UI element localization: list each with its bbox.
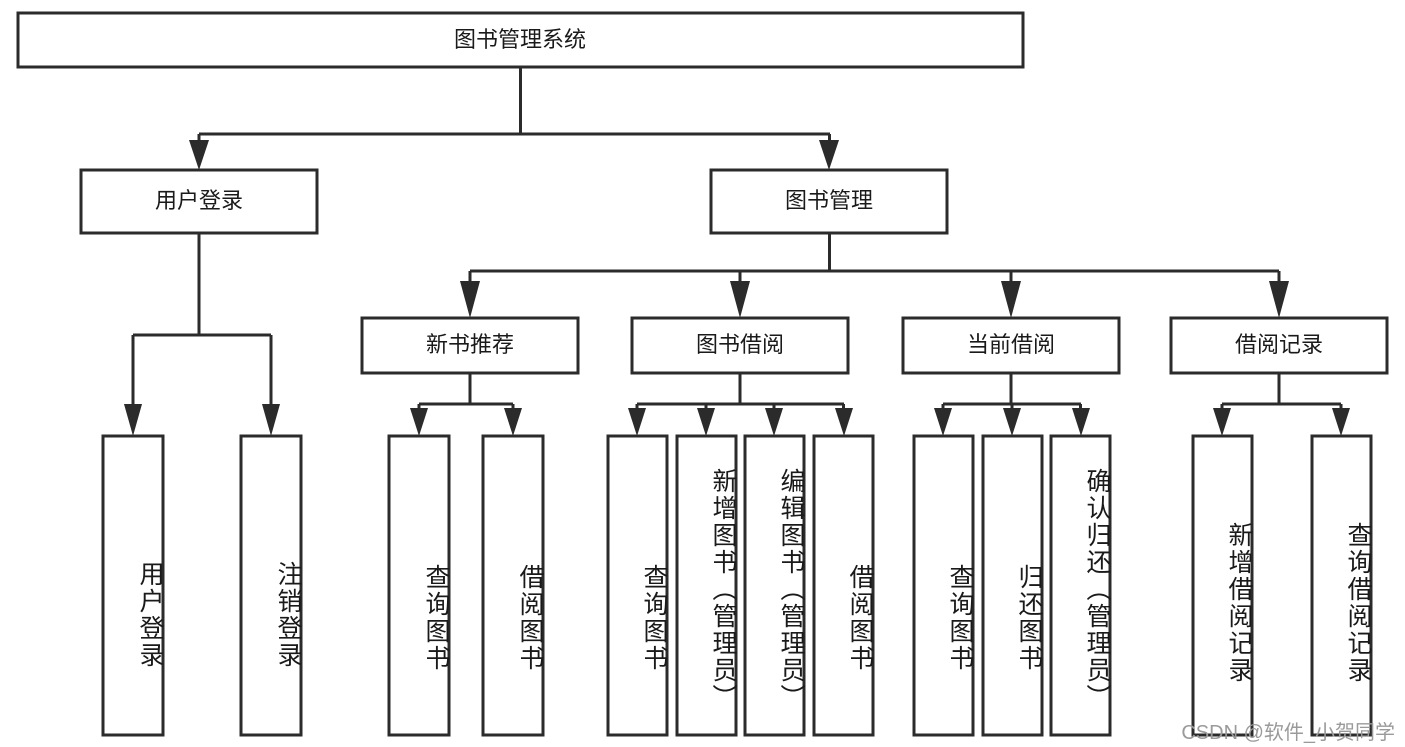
arrow-icon-leaf-cb-1 — [934, 408, 952, 436]
arrow-icon-leaf-br-1 — [1213, 408, 1231, 436]
node-leaf-add-borrow-record[interactable] — [1191, 434, 1254, 737]
node-borrow-record[interactable] — [1169, 316, 1389, 375]
node-label-user-login: 用户登录 — [155, 188, 243, 213]
arrow-icon-leaf-nb-1 — [410, 408, 428, 436]
node-leaf-query-book-cb[interactable] — [912, 434, 975, 737]
node-label-borrow-record: 借阅记录 — [1235, 332, 1323, 357]
node-user-login[interactable] — [79, 168, 319, 235]
arrow-icon-book-borrow — [730, 281, 750, 318]
node-new-book-recommend[interactable] — [360, 316, 580, 375]
arrow-icon-leaf-br-2 — [1332, 408, 1350, 436]
node-leaf-borrow-book-bb[interactable] — [812, 434, 875, 737]
arrow-icon-leaf-cb-2 — [1003, 408, 1021, 436]
arrow-icon-leaf-cb-3 — [1072, 408, 1090, 436]
node-leaf-user-login[interactable] — [101, 434, 165, 737]
arrow-icon-borrow-record — [1269, 281, 1289, 318]
nodes-layer: 图书管理系统 用户登录 图书管理 新书推荐 图书借阅 当前借阅 借阅记录 — [16, 11, 1389, 737]
node-label-root: 图书管理系统 — [454, 27, 586, 52]
arrow-icon-leaf-bb-2 — [697, 408, 715, 436]
node-leaf-query-book-bb[interactable] — [606, 434, 669, 737]
node-leaf-edit-book-admin[interactable] — [743, 434, 806, 737]
node-leaf-query-borrow-record[interactable] — [1310, 434, 1373, 737]
arrow-icon-new-book — [460, 281, 480, 318]
node-current-borrow[interactable] — [901, 316, 1121, 375]
arrow-icon-book-manage — [819, 140, 839, 170]
node-label-book-borrow: 图书借阅 — [696, 332, 784, 357]
node-book-management-system[interactable] — [16, 11, 1025, 69]
node-leaf-query-book-nb[interactable] — [387, 434, 451, 737]
arrow-icon-user-login — [189, 140, 209, 170]
node-leaf-add-book-admin[interactable] — [675, 434, 738, 737]
node-book-borrow[interactable] — [630, 316, 850, 375]
node-leaf-confirm-return-admin[interactable] — [1049, 434, 1112, 737]
watermark-text: CSDN @软件_小贺同学 — [1181, 722, 1395, 744]
node-label-new-book-recommend: 新书推荐 — [426, 332, 514, 357]
node-book-management[interactable] — [709, 168, 949, 235]
node-label-book-management: 图书管理 — [785, 188, 873, 213]
node-leaf-return-book[interactable] — [981, 434, 1044, 737]
arrow-icon-leaf-bb-1 — [628, 408, 646, 436]
node-leaf-logout[interactable] — [239, 434, 303, 737]
arrow-icon-current-borrow — [1001, 281, 1021, 318]
arrow-icon-leaf-bb-3 — [765, 408, 783, 436]
node-label-current-borrow: 当前借阅 — [967, 332, 1055, 357]
node-leaf-borrow-book-nb[interactable] — [481, 434, 545, 737]
arrow-icon-leaf-bb-4 — [835, 408, 853, 436]
arrow-icon-leaf-nb-2 — [504, 408, 522, 436]
arrowheads-layer — [124, 140, 1350, 436]
arrow-icon-leaf-ul-1 — [124, 404, 142, 436]
arrow-icon-leaf-ul-2 — [262, 404, 280, 436]
